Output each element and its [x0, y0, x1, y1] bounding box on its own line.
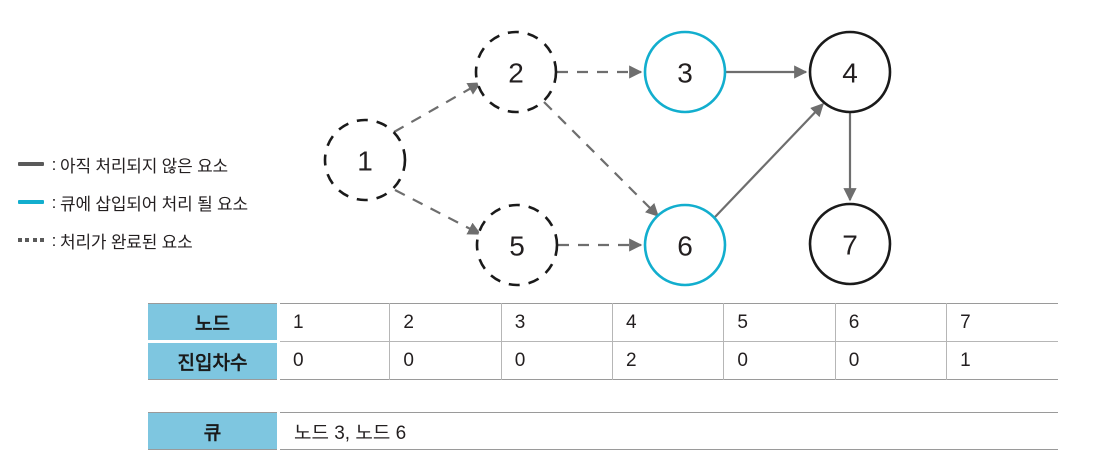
graph-node-4-label: 4: [842, 58, 858, 89]
cell-node-7: 7: [946, 303, 1058, 342]
graph-node-6[interactable]: 6: [643, 203, 727, 287]
graph-node-5-label: 5: [509, 231, 525, 262]
legend-separator: :: [51, 154, 57, 174]
queue-table: 큐 노드 3, 노드 6: [148, 412, 1058, 450]
table-row-queue: 큐 노드 3, 노드 6: [148, 412, 1058, 450]
cell-node-6: 6: [835, 303, 948, 342]
table-row-nodes: 노드 1 2 3 4 5 6 7: [148, 303, 1058, 343]
cell-node-2: 2: [389, 303, 502, 342]
legend-item-pending: : 아직 처리되지 않은 요소: [18, 145, 318, 183]
graph-node-2-label: 2: [508, 58, 524, 89]
graph-diagram: 1 2 3 4 5 6 7: [323, 30, 892, 287]
indegree-table: 노드 1 2 3 4 5 6 7 진입차수 0 0 0 2 0 0 1: [148, 303, 1058, 380]
graph-node-4[interactable]: 4: [808, 30, 892, 114]
graph-node-7[interactable]: 7: [808, 202, 892, 286]
solid-cyan-line-icon: [18, 200, 48, 204]
graph-edges: [393, 65, 857, 252]
cell-node-3: 3: [501, 303, 614, 342]
graph-node-3-label: 3: [677, 58, 693, 89]
cell-indegree-6: 0: [835, 341, 948, 380]
edge-2-to-6: [543, 101, 659, 217]
graph-node-1[interactable]: 1: [323, 118, 407, 202]
legend-label-pending: 아직 처리되지 않은 요소: [60, 156, 228, 176]
legend: : 아직 처리되지 않은 요소 : 큐에 삽입되어 처리 될 요소 : 처리가 …: [18, 145, 318, 259]
solid-gray-line-icon: [18, 162, 48, 166]
cell-indegree-2: 0: [389, 341, 502, 380]
edge-1-to-5: [394, 189, 482, 235]
cell-indegree-7: 1: [946, 341, 1058, 380]
cell-indegree-5: 0: [723, 341, 836, 380]
cell-indegree-4: 2: [612, 341, 725, 380]
legend-item-done: : 처리가 완료된 요소: [18, 221, 318, 259]
legend-label-done: 처리가 완료된 요소: [60, 232, 193, 252]
dotted-gray-line-icon: [18, 238, 48, 242]
cell-indegree-1: 0: [278, 341, 391, 380]
cell-node-1: 1: [278, 303, 391, 342]
graph-node-1-label: 1: [357, 146, 373, 177]
legend-label-queued: 큐에 삽입되어 처리 될 요소: [60, 194, 248, 214]
graph-node-5[interactable]: 5: [475, 203, 559, 287]
edge-1-to-2: [393, 82, 482, 133]
graph-node-7-label: 7: [842, 230, 858, 261]
row-header-queue: 큐: [148, 412, 280, 450]
cell-queue-contents: 노드 3, 노드 6: [278, 412, 1058, 450]
graph-node-6-label: 6: [677, 231, 693, 262]
cell-node-4: 4: [612, 303, 725, 342]
graph-node-3[interactable]: 3: [643, 30, 727, 114]
cell-node-5: 5: [723, 303, 836, 342]
table-row-indegree: 진입차수 0 0 0 2 0 0 1: [148, 341, 1058, 380]
legend-item-queued: : 큐에 삽입되어 처리 될 요소: [18, 183, 318, 221]
edge-6-to-4: [714, 103, 824, 218]
cell-indegree-3: 0: [501, 341, 614, 380]
legend-separator: :: [51, 230, 57, 250]
legend-separator: :: [51, 192, 57, 212]
graph-node-2[interactable]: 2: [474, 30, 558, 114]
row-header-indegree: 진입차수: [148, 341, 280, 380]
graph-nodes: 1 2 3 4 5 6 7: [323, 30, 892, 287]
row-header-node: 노드: [148, 303, 280, 343]
